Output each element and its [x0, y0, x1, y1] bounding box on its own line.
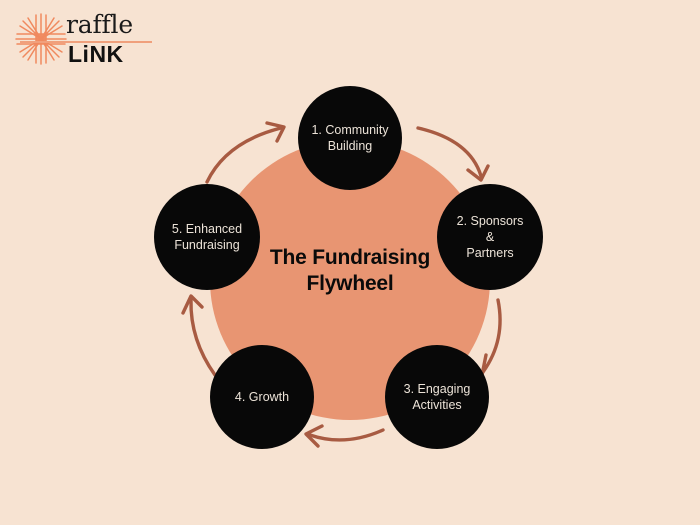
logo-wordmark: raffle LiNK — [20, 10, 196, 68]
raffle-link-logo[interactable]: raffle LiNK — [14, 8, 204, 70]
flywheel-node-2-sponsors-partners[interactable]: 2. Sponsors & Partners — [437, 184, 543, 290]
flywheel-node-3-engaging-activities[interactable]: 3. Engaging Activities — [385, 345, 489, 449]
logo-underline — [20, 41, 152, 43]
flywheel-node-1-community-building[interactable]: 1. Community Building — [298, 86, 402, 190]
flywheel-node-5-enhanced-fundraising[interactable]: 5. Enhanced Fundraising — [154, 184, 260, 290]
flywheel-node-4-growth[interactable]: 4. Growth — [210, 345, 314, 449]
node-5-label: 5. Enhanced Fundraising — [171, 222, 243, 252]
logo-word-raffle: raffle — [66, 10, 133, 39]
logo-word-link: LiNK — [68, 41, 124, 67]
node-2-label: 2. Sponsors & Partners — [456, 214, 524, 260]
node-3-label: 3. Engaging Activities — [403, 382, 471, 412]
arrow-3-to-4 — [304, 424, 385, 448]
page-title: The Fundraising Flywheel — [269, 246, 431, 295]
node-4-label: 4. Growth — [234, 390, 290, 404]
arrow-4-to-5 — [181, 294, 217, 377]
node-1-label: 1. Community Building — [311, 123, 389, 153]
